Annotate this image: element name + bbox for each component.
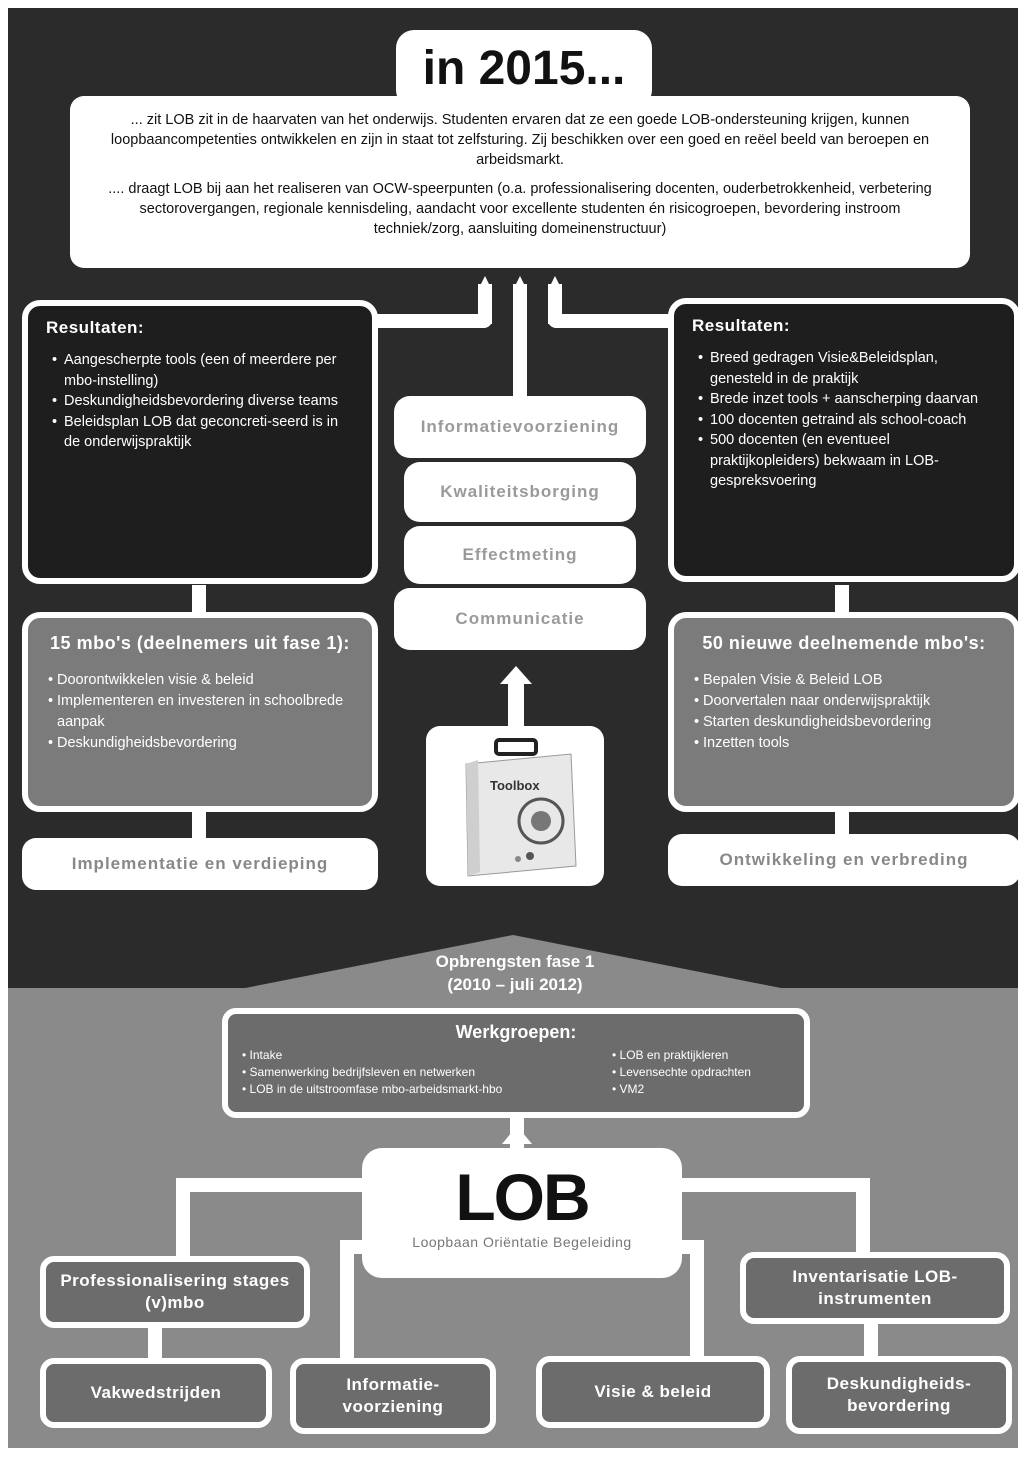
- phase-title: Opbrengsten fase 1 (2010 – juli 2012): [380, 950, 650, 996]
- list-item: Implementeren en investeren in schoolbre…: [48, 691, 356, 733]
- right-track-label: Ontwikkeling en verbreding: [668, 834, 1020, 886]
- connector-pipe: [835, 585, 849, 615]
- card-deskundigheidsbevordering: Deskundigheids-bevordering: [786, 1356, 1012, 1434]
- connector-pipe: [340, 1240, 354, 1364]
- list-item: VM2: [612, 1081, 751, 1098]
- list-item: Deskundigheidsbevordering diverse teams: [52, 391, 354, 412]
- list-item: LOB en praktijkleren: [612, 1047, 751, 1064]
- left-track-label: Implementatie en verdieping: [22, 838, 378, 890]
- arrowheads-up: [478, 276, 562, 290]
- card-visie-beleid: Visie & beleid: [536, 1356, 770, 1428]
- list-item: Aangescherpte tools (een of meerdere per…: [52, 350, 354, 391]
- connector-pipe: [548, 314, 672, 328]
- right-participants-card: 50 nieuwe deelnemende mbo's: Bepalen Vis…: [668, 612, 1020, 812]
- lob-logo-box: LOB Loopbaan Oriëntatie Begeleiding: [362, 1148, 682, 1278]
- list-item: Intake: [242, 1047, 612, 1064]
- connector-pipe: [508, 675, 524, 730]
- list-item: Levensechte opdrachten: [612, 1064, 751, 1081]
- connector-pipe: [513, 284, 527, 399]
- stack-item-effectmeting: Effectmeting: [404, 526, 636, 584]
- connector-pipe: [176, 1178, 366, 1192]
- connector-pipe: [376, 314, 492, 328]
- connector-pipe: [192, 585, 206, 615]
- left-results-title: Resultaten:: [46, 318, 145, 337]
- right-results-card: Resultaten: Breed gedragen Visie&Beleids…: [668, 298, 1020, 582]
- intro-paragraph-1: ... zit LOB zit in de haarvaten van het …: [110, 112, 930, 168]
- intro-paragraph-2: .... draagt LOB bij aan het realiseren v…: [108, 181, 932, 237]
- right-participants-title: 50 nieuwe deelnemende mbo's:: [702, 633, 986, 653]
- card-inventarisatie: Inventarisatie LOB-instrumenten: [740, 1252, 1010, 1324]
- left-results-card: Resultaten: Aangescherpte tools (een of …: [22, 300, 378, 584]
- card-professionalisering: Professionalisering stages (v)mbo: [40, 1256, 310, 1328]
- list-item: Inzetten tools: [694, 733, 998, 754]
- connector-pipe: [856, 1178, 870, 1258]
- connector-pipe: [148, 1320, 162, 1360]
- list-item: Doorvertalen naar onderwijspraktijk: [694, 691, 998, 712]
- page-title: in 2015...: [396, 30, 652, 108]
- toolbox-icon: [465, 738, 577, 877]
- connector-pipe: [192, 810, 206, 842]
- arrowhead-up: [502, 1126, 532, 1144]
- connector-pipe: [680, 1178, 870, 1192]
- list-item: Breed gedragen Visie&Beleidsplan, genest…: [698, 348, 996, 389]
- connector-pipe: [690, 1240, 704, 1364]
- toolbox-label: Toolbox: [490, 778, 540, 793]
- lob-subtitle: Loopbaan Oriëntatie Begeleiding: [412, 1234, 632, 1250]
- stack-item-informatievoorziening: Informatievoorziening: [394, 396, 646, 458]
- list-item: Starten deskundigheidsbevordering: [694, 712, 998, 733]
- werkgroepen-box: Werkgroepen: Intake Samenwerking bedrijf…: [222, 1008, 810, 1118]
- list-item: Deskundigheidsbevordering: [48, 733, 356, 754]
- intro-text-box: ... zit LOB zit in de haarvaten van het …: [70, 96, 970, 268]
- lob-logo: LOB: [455, 1160, 590, 1234]
- list-item: Beleidsplan LOB dat geconcreti-seerd is …: [52, 412, 354, 453]
- phase-title-line1: Opbrengsten fase 1: [435, 952, 595, 971]
- list-item: Doorontwikkelen visie & beleid: [48, 670, 356, 691]
- list-item: 500 docenten (en eventueel praktijkoplei…: [698, 430, 996, 492]
- list-item: Samenwerking bedrijfsleven en netwerken: [242, 1064, 612, 1081]
- card-vakwedstrijden: Vakwedstrijden: [40, 1358, 272, 1428]
- connector-pipe: [864, 1320, 878, 1360]
- werkgroepen-title: Werkgroepen:: [455, 1022, 577, 1042]
- list-item: Bepalen Visie & Beleid LOB: [694, 670, 998, 691]
- list-item: Brede inzet tools + aanscherping daarvan: [698, 389, 996, 410]
- stack-item-communicatie: Communicatie: [394, 588, 646, 650]
- left-participants-title: 15 mbo's (deelnemers uit fase 1):: [50, 633, 350, 653]
- arrowhead-up: [500, 666, 532, 684]
- left-participants-card: 15 mbo's (deelnemers uit fase 1): Dooron…: [22, 612, 378, 812]
- card-informatievoorziening: Informatie-voorziening: [290, 1358, 496, 1434]
- list-item: LOB in de uitstroomfase mbo-arbeidsmarkt…: [242, 1081, 612, 1098]
- stack-item-kwaliteitsborging: Kwaliteitsborging: [404, 462, 636, 522]
- phase-title-line2: (2010 – juli 2012): [447, 975, 583, 994]
- connector-pipe: [176, 1178, 190, 1258]
- toolbox-panel: Toolbox: [426, 726, 604, 886]
- list-item: 100 docenten getraind als school-coach: [698, 410, 996, 431]
- right-results-title: Resultaten:: [692, 316, 791, 335]
